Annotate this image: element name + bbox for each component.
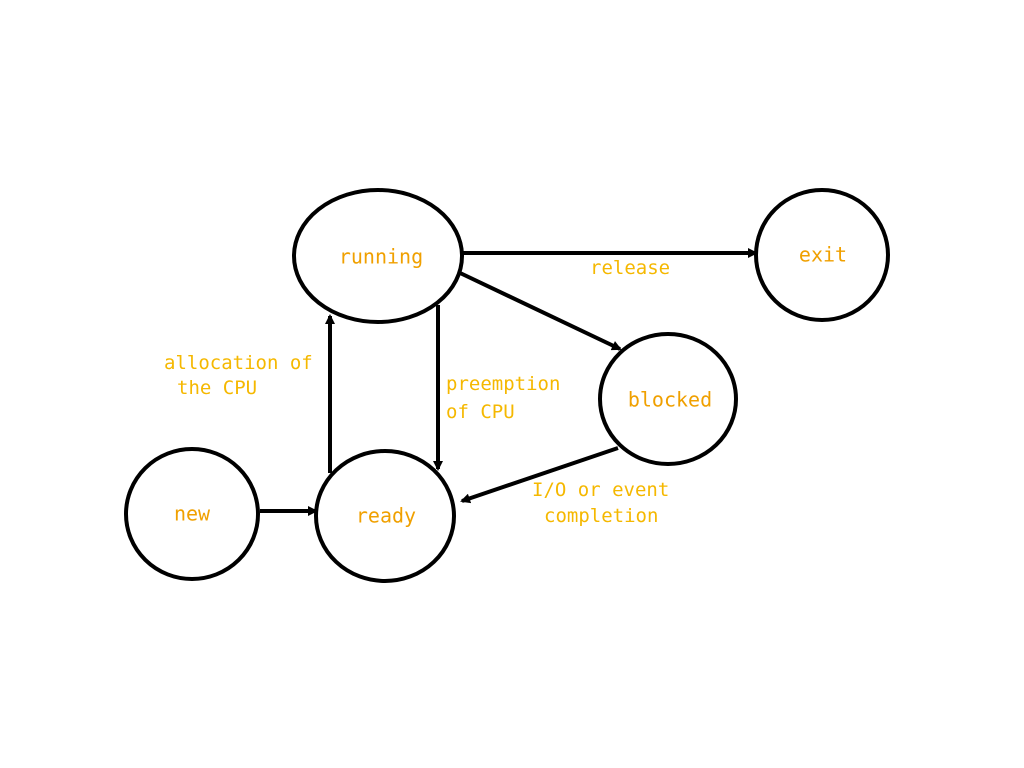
state-ready-circle (314, 449, 456, 583)
state-exit-label: exit (799, 243, 847, 267)
edge-label-io-line1: I/O or event (532, 479, 669, 501)
edge-labels: release allocation of the CPU preemption… (164, 257, 670, 527)
state-running-label: running (339, 245, 423, 269)
edge-label-allocation-line2: the CPU (177, 377, 257, 399)
state-running-circle (292, 188, 464, 324)
state-blocked-label: blocked (628, 388, 712, 412)
edge-blocked-ready (460, 446, 619, 504)
state-new-circle (124, 447, 260, 581)
state-new-label: new (174, 502, 211, 526)
edge-label-preemption-line1: preemption (446, 373, 560, 395)
state-running: running (292, 188, 464, 324)
state-blocked-circle (598, 332, 738, 466)
state-blocked: blocked (598, 332, 738, 466)
state-exit: exit (754, 188, 890, 322)
edge-label-release: release (590, 257, 670, 279)
edge-label-preemption-line2: of CPU (446, 401, 515, 423)
edge-label-io-line2: completion (544, 505, 658, 527)
state-ready: ready (314, 449, 456, 583)
edges (260, 248, 758, 516)
state-exit-circle (754, 188, 890, 322)
state-ready-label: ready (356, 504, 416, 528)
edge-running-blocked (457, 270, 622, 351)
state-new: new (124, 447, 260, 581)
edge-label-allocation-line1: allocation of (164, 352, 313, 374)
